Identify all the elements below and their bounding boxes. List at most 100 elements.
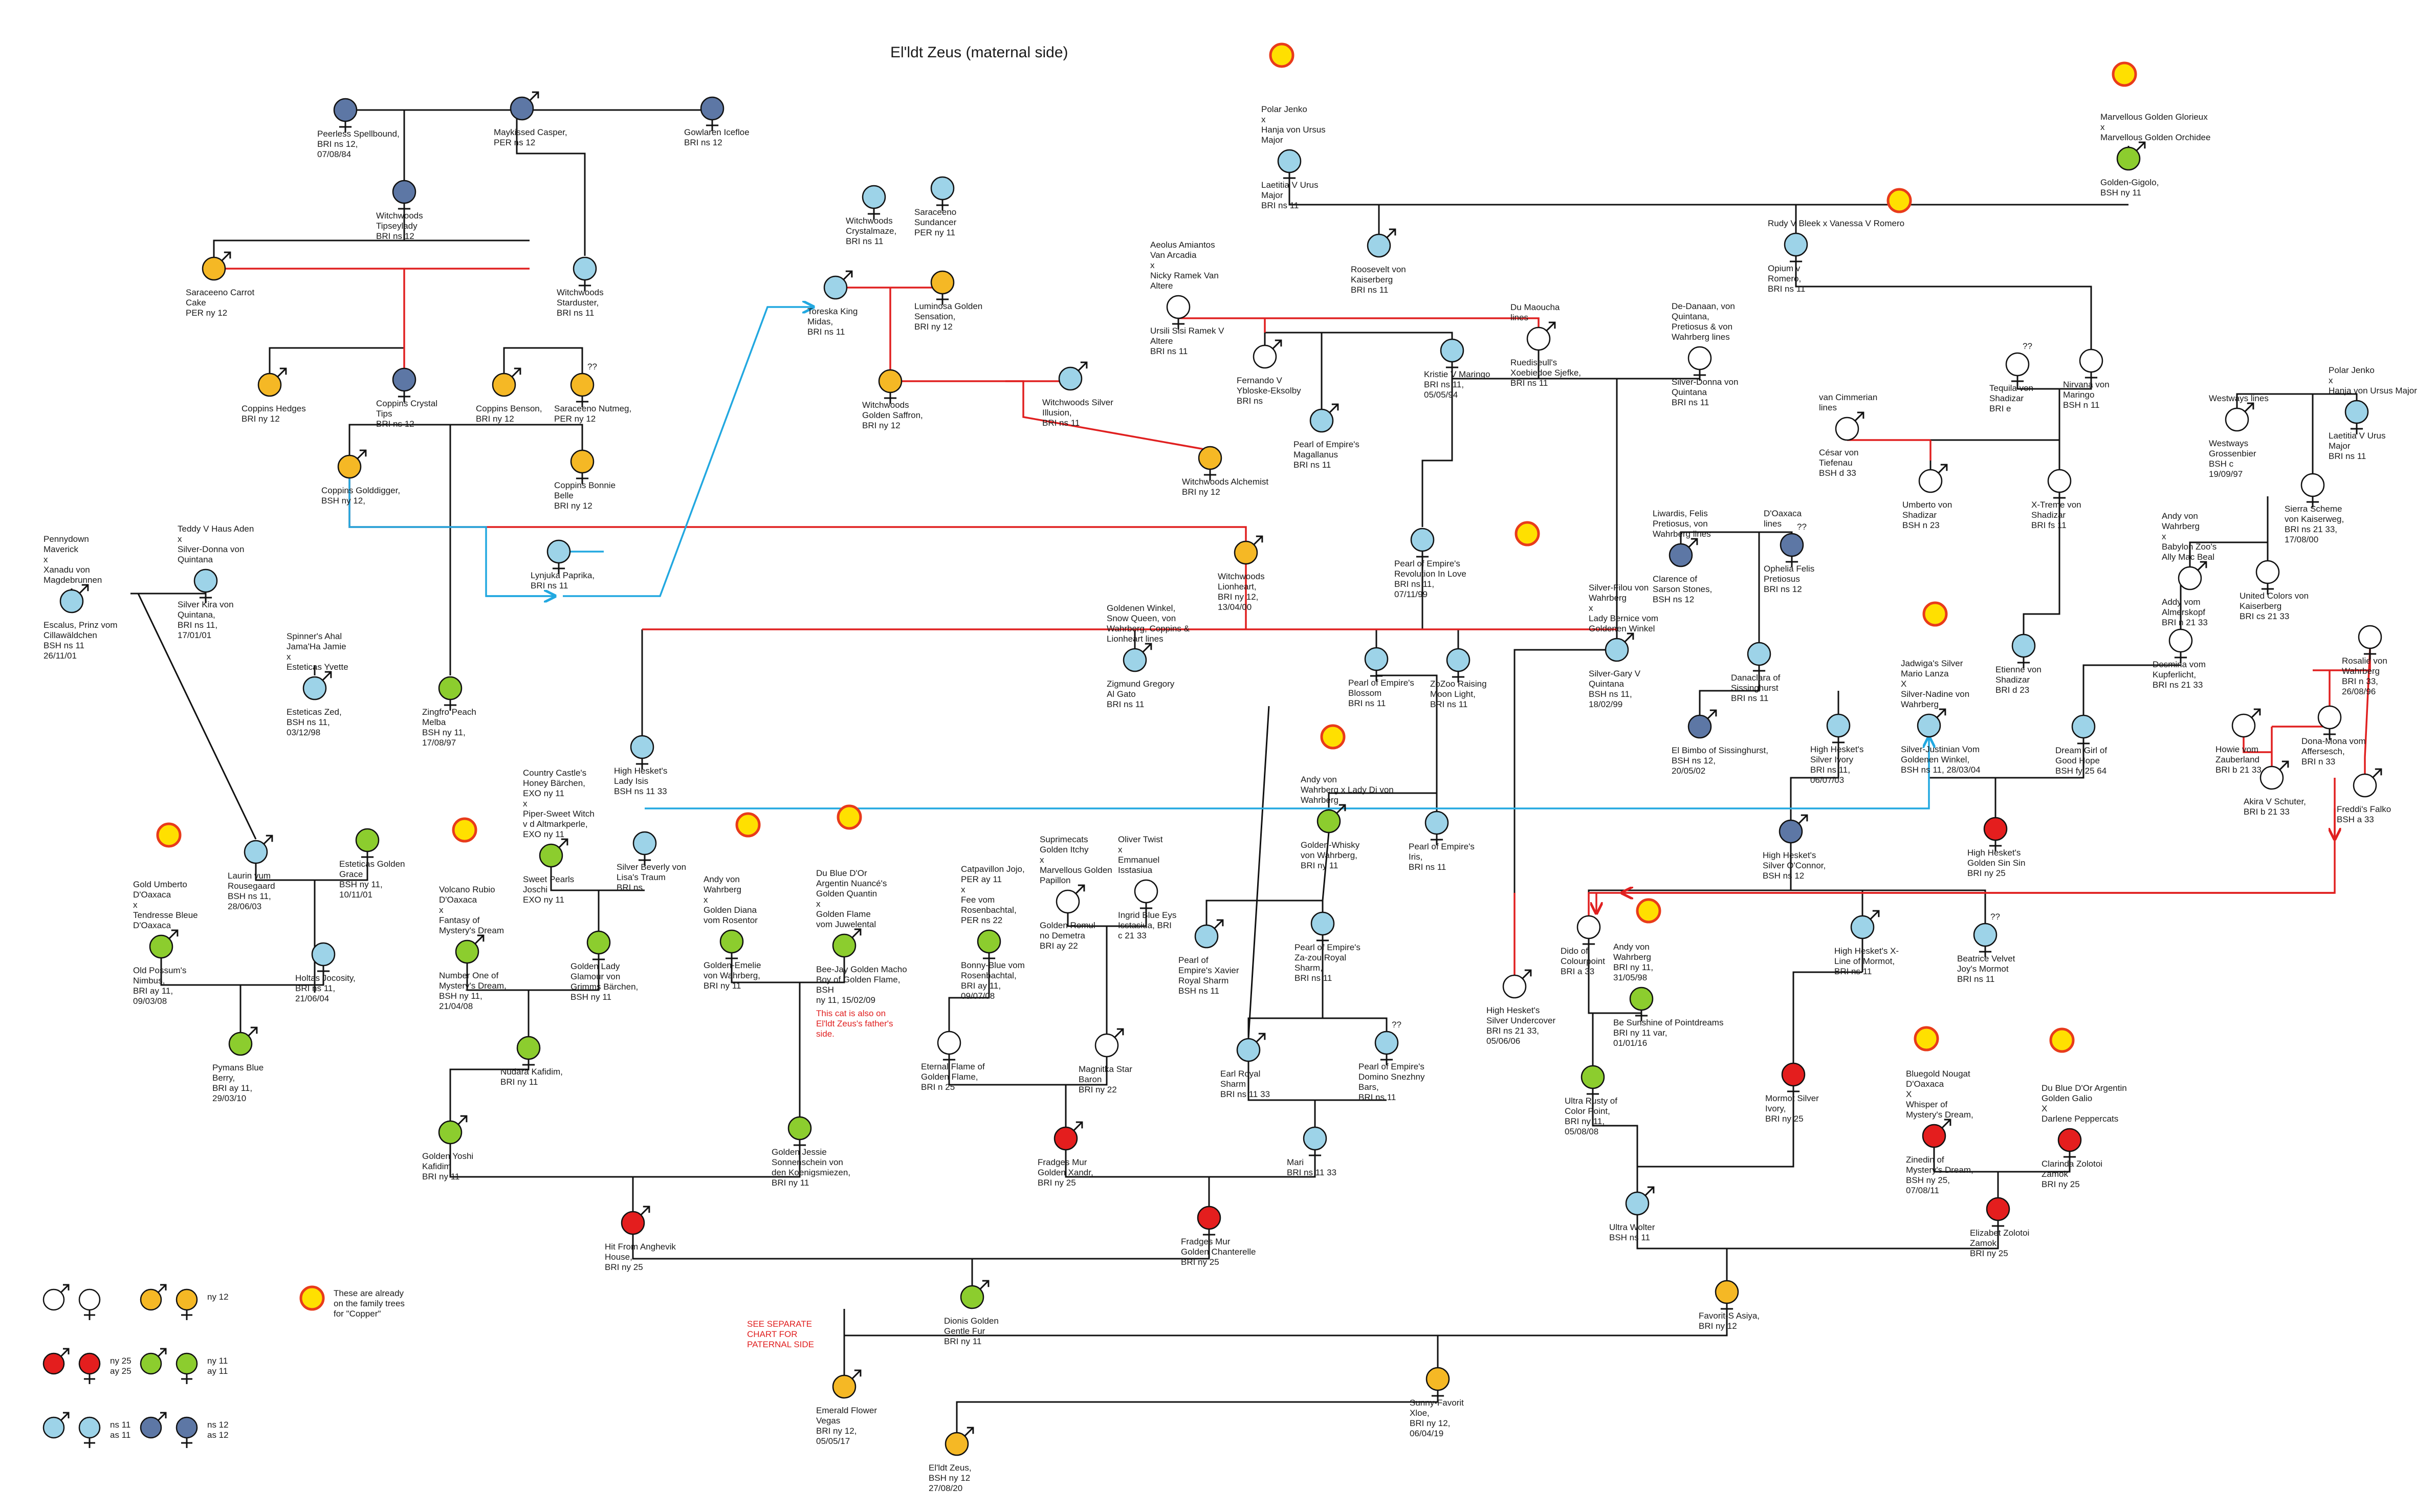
female-symbol-icon	[392, 180, 416, 214]
female-symbol-icon	[175, 1288, 198, 1320]
cat-node-paprika: Lynjuka Paprika,BRI ns 11	[531, 539, 595, 590]
cat-label: Coppins Benson,BRI ny 12	[476, 404, 542, 424]
female-symbol-icon	[977, 929, 1001, 964]
female-symbol-icon	[1983, 817, 2008, 851]
female-symbol-icon	[573, 256, 597, 291]
lineage-line	[1792, 971, 1862, 1063]
male-symbol-icon	[510, 91, 539, 121]
female-symbol-icon	[392, 367, 416, 402]
lineage-line	[1861, 889, 1986, 924]
lineage-line	[731, 953, 845, 983]
copper-tree-marker-icon	[1922, 601, 1948, 627]
copper-tree-marker-icon	[1886, 188, 1912, 213]
lineage-line	[843, 1303, 1728, 1336]
lineage-line	[1247, 1017, 1388, 1039]
female-symbol-icon	[1303, 1126, 1327, 1161]
lineage-line	[632, 1229, 1210, 1260]
lineage-line	[1513, 649, 1617, 975]
legend-text: ny 12	[207, 1292, 229, 1302]
female-symbol-icon	[630, 735, 654, 770]
female-symbol-icon	[311, 942, 336, 977]
female-symbol-icon	[2079, 348, 2103, 383]
female-symbol-icon	[1747, 642, 1771, 676]
cat-node-golddigger: Coppins Golddigger,BSH ny 12,	[321, 449, 400, 506]
cat-node-nutmeg: ??Saraceeno Nutmeg,PER ny 12	[554, 362, 631, 424]
male-symbol-icon	[244, 835, 273, 864]
male-symbol-icon	[1526, 321, 1556, 351]
female-symbol-icon	[2168, 628, 2193, 663]
male-symbol-icon	[1687, 709, 1717, 739]
lineage-line	[348, 424, 583, 455]
